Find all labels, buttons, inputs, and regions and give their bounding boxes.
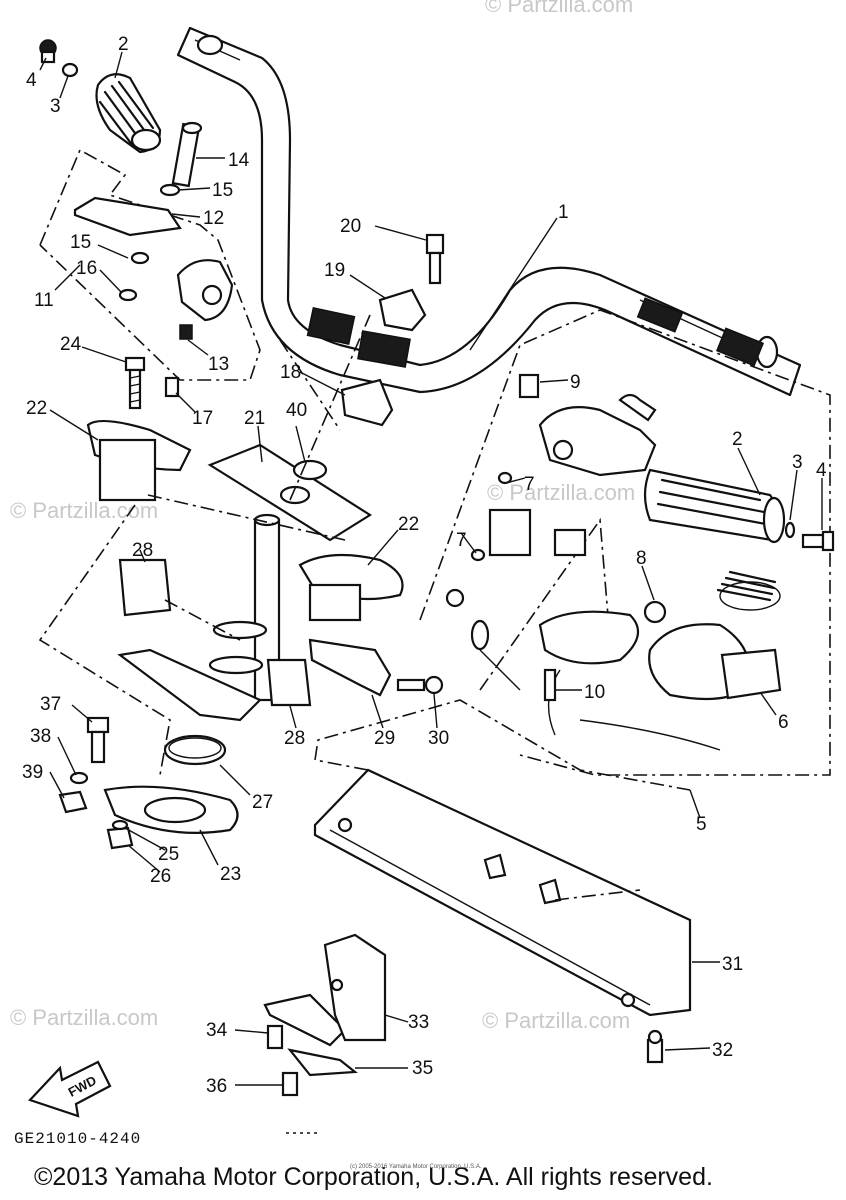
callout-34: 34 (206, 1020, 228, 1041)
copyright-line: ©2013 Yamaha Motor Corporation, U.S.A. A… (34, 1163, 713, 1191)
callout-14: 14 (228, 150, 250, 171)
bushings-and-bracket (118, 558, 444, 707)
callout-36: 36 (206, 1076, 227, 1097)
callout-35: 35 (412, 1058, 433, 1079)
upper-plates (86, 419, 404, 622)
callout-38: 38 (30, 726, 51, 747)
callout-3-right: 3 (792, 452, 803, 473)
callout-11: 11 (34, 290, 54, 311)
callout-numbers: 1 2 2 3 3 4 4 5 6 7 7 8 9 10 11 12 13 14… (22, 34, 827, 1097)
callout-15-upper: 15 (212, 180, 233, 201)
throttle-part (648, 570, 782, 701)
fwd-arrow: FWD (28, 1060, 112, 1118)
callout-23: 23 (220, 864, 241, 885)
watermark-2: © Partzilla.com (487, 480, 635, 505)
callout-1: 1 (558, 202, 569, 223)
watermark-1: © Partzilla.com (10, 498, 158, 523)
diagram-code: GE21010-4240 (14, 1130, 141, 1148)
callout-29: 29 (374, 728, 395, 749)
callout-24: 24 (60, 334, 82, 355)
watermarks: © Partzilla.com © Partzilla.com © Partzi… (10, 0, 635, 1033)
right-switch-assembly (419, 309, 831, 776)
small-copyright: (c) 2005-2016 Yamaha Motor Corporation, … (350, 1164, 482, 1170)
bar-clamps (340, 233, 445, 427)
watermark-3: © Partzilla.com (10, 1005, 158, 1030)
callout-5: 5 (696, 814, 707, 835)
grip-ribs (98, 80, 155, 148)
callout-2-left: 2 (118, 34, 129, 55)
callout-4-right: 4 (816, 460, 827, 481)
callout-13: 13 (208, 354, 229, 375)
callout-25: 25 (158, 844, 179, 865)
callout-12: 12 (203, 208, 224, 229)
callout-9: 9 (570, 372, 581, 393)
callout-21: 21 (244, 408, 265, 429)
callout-32: 32 (712, 1040, 733, 1061)
callout-15-lower: 15 (70, 232, 91, 253)
callout-40: 40 (286, 400, 307, 421)
leader-lines (39, 51, 823, 1086)
callout-28-upper: 28 (132, 540, 153, 561)
callout-7-lower: 7 (456, 530, 467, 551)
left-grip-part (39, 39, 162, 154)
callout-22-left: 22 (26, 398, 47, 419)
callout-6: 6 (778, 712, 789, 733)
callout-17: 17 (192, 408, 213, 429)
callout-22-right: 22 (398, 514, 419, 535)
callout-20: 20 (340, 216, 361, 237)
lower-bracket (263, 933, 664, 1097)
callout-33: 33 (408, 1012, 429, 1033)
callout-4-left: 4 (26, 70, 37, 91)
steering-column (117, 443, 373, 722)
right-grip-part (643, 468, 835, 552)
callout-10: 10 (584, 682, 605, 703)
callout-3-left: 3 (50, 96, 61, 117)
callout-26: 26 (150, 866, 171, 887)
callout-16: 16 (76, 258, 97, 279)
callout-8: 8 (636, 548, 647, 569)
callout-7-upper: 7 (524, 474, 535, 495)
bolt-24 (124, 356, 146, 410)
callout-27: 27 (252, 792, 273, 813)
lower-hardware (58, 716, 239, 850)
handlebar-part (176, 26, 802, 397)
watermark-4: © Partzilla.com (482, 1008, 630, 1033)
callout-19: 19 (324, 260, 345, 281)
left-lever-assembly (39, 121, 261, 398)
callout-30: 30 (428, 728, 449, 749)
callout-39: 39 (22, 762, 43, 783)
callout-31: 31 (722, 954, 743, 975)
callout-37: 37 (40, 694, 61, 715)
watermark-5: © Partzilla.com (485, 0, 633, 17)
callout-2-right: 2 (732, 429, 743, 450)
callout-28-lower: 28 (284, 728, 305, 749)
routing-lines (38, 314, 691, 901)
right-grip-ribs (656, 478, 768, 526)
callout-18: 18 (280, 362, 301, 383)
